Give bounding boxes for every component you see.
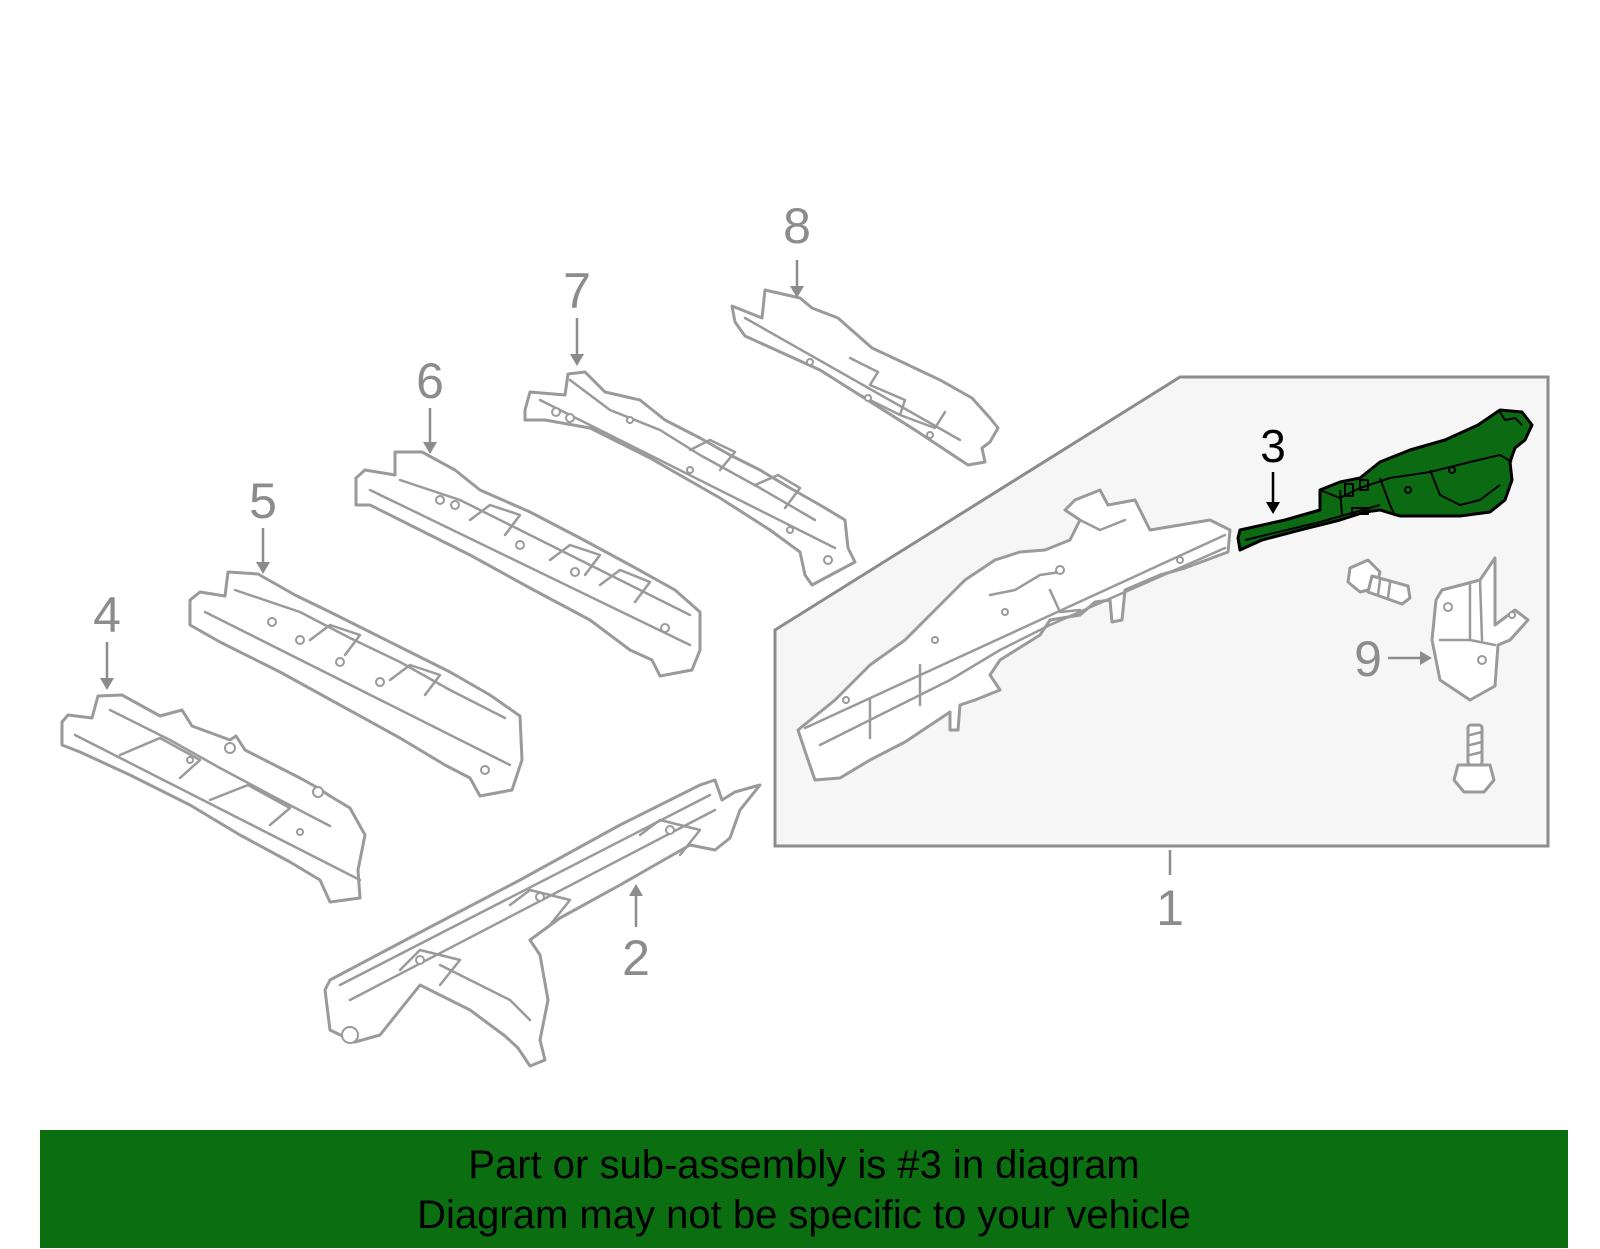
callout-1[interactable]: 1: [1156, 880, 1184, 936]
part-8-rail[interactable]: [730, 288, 1000, 467]
part-9-bracket[interactable]: [1430, 556, 1530, 702]
callout-7[interactable]: 7: [563, 263, 591, 319]
part-6-crossmember[interactable]: [354, 450, 702, 678]
callout-3[interactable]: 3: [1260, 420, 1286, 472]
part-3-rail-extension-highlighted[interactable]: [1236, 408, 1534, 552]
part-4-crossmember[interactable]: [60, 693, 367, 904]
callout-2[interactable]: 2: [622, 930, 650, 986]
banner-line-2: Diagram may not be specific to your vehi…: [417, 1193, 1191, 1237]
banner-line-1: Part or sub-assembly is #3 in diagram: [468, 1143, 1140, 1187]
callout-4[interactable]: 4: [93, 587, 121, 643]
callout-6[interactable]: 6: [416, 353, 444, 409]
info-banner: Part or sub-assembly is #3 in diagram Di…: [40, 1130, 1568, 1248]
callout-8[interactable]: 8: [783, 198, 811, 254]
callout-9[interactable]: 9: [1354, 631, 1382, 687]
leader-lines: [100, 260, 1432, 927]
callout-5[interactable]: 5: [249, 473, 277, 529]
part-1-frame-rail[interactable]: [796, 488, 1232, 782]
bolt-upper[interactable]: [1346, 558, 1412, 606]
part-5-crossmember[interactable]: [188, 570, 524, 798]
part-7-crossmember[interactable]: [523, 370, 857, 587]
bolt-lower[interactable]: [1452, 723, 1496, 794]
part-2-rail[interactable]: [323, 778, 762, 1068]
